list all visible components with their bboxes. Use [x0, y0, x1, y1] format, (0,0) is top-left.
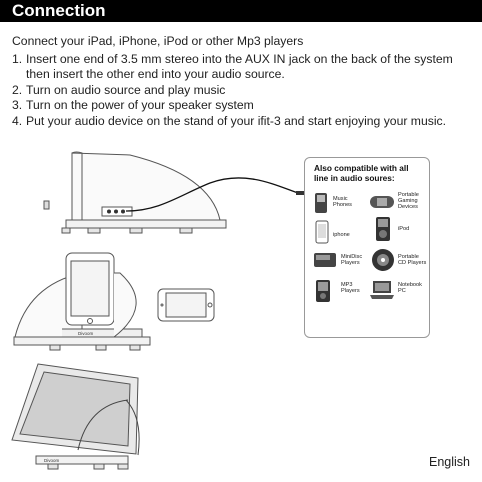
- cd-player-icon: [372, 249, 394, 271]
- speaker-brand-label: Divoom: [78, 331, 94, 336]
- compat-item-label: Notebook PC: [398, 282, 422, 295]
- aux-jack-icon: [107, 209, 125, 214]
- speaker-iphone-figure: Divoom: [13, 252, 215, 351]
- iphone-landscape-icon: [157, 288, 215, 322]
- compat-item-label: MP3 Players: [341, 282, 360, 295]
- speaker-ipad-figure: Divoom: [11, 363, 140, 470]
- notebook-pc-icon: [370, 281, 394, 299]
- step-number: 3.: [12, 98, 23, 113]
- step-text: Put your audio device on the stand of yo…: [26, 113, 447, 128]
- aux-cable: [125, 177, 299, 212]
- minidisc-player-icon: [314, 253, 336, 267]
- speaker-rear-figure: [43, 151, 305, 234]
- step-number: 4.: [12, 113, 23, 128]
- compatibility-panel: Also compatible with all line in audio s…: [304, 157, 430, 338]
- step-4: 4. Put your audio device on the stand of…: [12, 114, 478, 130]
- step-1: 1. Insert one end of 3.5 mm stereo into …: [12, 52, 478, 83]
- instructions: Connect your iPad, iPhone, iPod or other…: [12, 34, 478, 130]
- compat-item-label: iPod: [398, 226, 410, 232]
- compat-item-label: MiniDisc Players: [341, 254, 363, 267]
- aux-plug-icon: [296, 191, 305, 195]
- step-3: 3. Turn on the power of your speaker sys…: [12, 98, 478, 114]
- speaker-brand-label: Divoom: [44, 458, 60, 463]
- compat-item-label: iphone: [333, 232, 350, 238]
- compat-item-label: Portable Gaming Devices: [398, 192, 419, 211]
- instructions-intro: Connect your iPad, iPhone, iPod or other…: [12, 34, 304, 48]
- header-bar: [0, 0, 482, 22]
- step-2: 2. Turn on audio source and play music: [12, 83, 478, 99]
- ipod-icon: [376, 217, 390, 241]
- mp3-player-icon: [316, 280, 330, 302]
- step-text: Turn on the power of your speaker system: [26, 98, 254, 113]
- step-text: Turn on audio source and play music: [26, 82, 226, 97]
- step-text: Insert one end of 3.5 mm stereo into the…: [26, 51, 453, 82]
- music-phone-icon: [315, 193, 327, 213]
- page-title: Connection: [12, 1, 106, 20]
- step-number: 1.: [12, 51, 23, 66]
- footer-language: English: [429, 455, 470, 469]
- compat-item-label: Portable CD Players: [398, 254, 427, 267]
- iphone-icon: [315, 220, 329, 244]
- gaming-device-icon: [370, 196, 394, 208]
- compatibility-title: Also compatible with all line in audio s…: [314, 163, 409, 183]
- compat-item-label: Music Phones: [333, 196, 352, 209]
- step-number: 2.: [12, 82, 23, 97]
